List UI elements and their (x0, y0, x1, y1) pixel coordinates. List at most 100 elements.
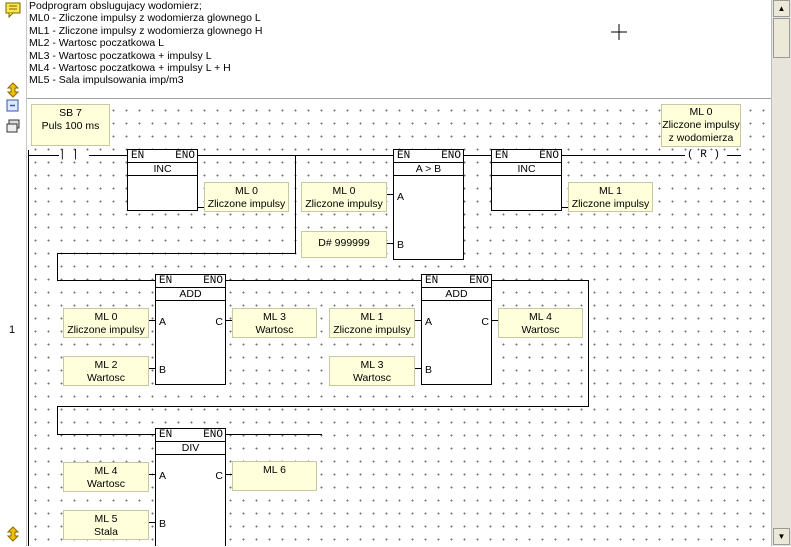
comment-line: ML5 - Sala impulsowania imp/m3 (29, 74, 184, 87)
add-block-2[interactable]: EN ENO ADD A C B (421, 274, 492, 385)
wire (464, 155, 491, 156)
comment-separator (27, 98, 771, 99)
operand-line: ML 1 (599, 185, 622, 197)
pin-a: A (159, 316, 167, 328)
operand-line: Wartosc (86, 477, 126, 490)
compare-b-operand[interactable]: D# 999999 (301, 231, 387, 258)
wire (226, 280, 421, 281)
wire (492, 320, 498, 321)
program-comment[interactable]: Podprogram obslugujacy wodomierz; ML0 - … (27, 0, 771, 96)
en-pin: EN (495, 150, 509, 162)
operand-line: Zliczone impulsy (305, 197, 383, 210)
wire (226, 434, 322, 435)
operand-line: ML 3 (360, 359, 384, 371)
wire (387, 243, 393, 244)
add1-b-operand[interactable]: ML 2 Wartosc (63, 356, 149, 386)
inc1-output-operand[interactable]: ML 0 Zliczone impulsy (204, 182, 289, 212)
wire (29, 155, 59, 156)
operand-line: Zliczone impulsy (333, 323, 411, 336)
add1-c-operand[interactable]: ML 3 Wartosc (232, 308, 317, 338)
operand-line: ML 2 (94, 359, 118, 371)
div-a-operand[interactable]: ML 4 Wartosc (63, 462, 149, 492)
wire (149, 474, 155, 475)
wire (198, 207, 204, 208)
wire (295, 181, 296, 253)
network-number: 1 (9, 324, 16, 336)
inc-block-1[interactable]: EN ENO INC (127, 149, 198, 211)
operand-line: D# 999999 (318, 237, 370, 249)
wire (562, 207, 568, 208)
wire (149, 320, 155, 321)
pin-a: A (425, 316, 433, 328)
up-down-arrows-icon[interactable] (5, 526, 21, 542)
ladder-grid[interactable]: | | SB 7 Puls 100 ms EN ENO INC ML 0 Zli… (27, 100, 771, 546)
eno-pin: ENO (203, 275, 223, 287)
vertical-scrollbar[interactable]: ▲ ▼ (771, 0, 791, 546)
wire (588, 280, 589, 407)
collapse-minus-icon[interactable] (5, 98, 21, 114)
add2-a-operand[interactable]: ML 1 Zliczone impulsy (329, 308, 415, 338)
reset-coil[interactable]: ( R ) (687, 149, 721, 161)
contact-sb7[interactable]: | | (59, 149, 79, 161)
stack-icon[interactable] (5, 118, 21, 134)
wire (57, 253, 58, 280)
operand-line: Wartosc (255, 323, 294, 336)
inc-block-2[interactable]: EN ENO INC (491, 149, 562, 211)
operand-line: ML 0 (235, 185, 258, 197)
pin-b: B (397, 239, 405, 251)
scroll-up-button[interactable]: ▲ (773, 0, 790, 17)
eno-pin: ENO (175, 150, 195, 162)
operand-line: Wartosc (521, 323, 560, 336)
add2-c-operand[interactable]: ML 4 Wartosc (498, 308, 583, 338)
operand-line: ML 5 (94, 513, 118, 525)
coil-label-line: Zliczone impulsy (662, 118, 740, 131)
eno-pin: ENO (539, 150, 559, 162)
add-block-1[interactable]: EN ENO ADD A C B (155, 274, 226, 385)
add1-a-operand[interactable]: ML 0 Zliczone impulsy (63, 308, 149, 338)
operand-line: ML 0 (332, 185, 356, 197)
pin-c: C (215, 470, 223, 482)
power-rail (28, 150, 29, 546)
compare-a-operand[interactable]: ML 0 Zliczone impulsy (301, 182, 387, 212)
inc2-output-operand[interactable]: ML 1 Zliczone impulsy (568, 182, 653, 212)
operand-line: Wartosc (352, 371, 392, 384)
comment-line: ML4 - Wartosc poczatkowa + impulsy L + H (29, 62, 231, 75)
wire (89, 155, 127, 156)
coil-label[interactable]: ML 0 Zliczone impulsy z wodomierza (661, 104, 741, 147)
coil-label-line: z wodomierza (668, 131, 734, 144)
pin-b: B (425, 364, 433, 376)
comment-icon[interactable] (5, 2, 21, 19)
en-pin: EN (425, 275, 439, 287)
eno-pin: ENO (469, 275, 489, 287)
wire (415, 368, 421, 369)
div-block[interactable]: EN ENO DIV A C B (155, 428, 226, 546)
en-pin: EN (131, 150, 145, 162)
operand-line: ML 3 (263, 311, 286, 323)
div-c-operand[interactable]: ML 6 (232, 461, 317, 491)
operand-line: ML 6 (263, 464, 286, 476)
operand-line: Zliczone impulsy (67, 323, 145, 336)
pin-a: A (397, 191, 405, 203)
add2-b-operand[interactable]: ML 3 Wartosc (329, 356, 415, 386)
scrollbar-thumb[interactable] (773, 18, 790, 58)
contact-label-line: SB 7 (59, 107, 82, 119)
en-pin: EN (159, 275, 173, 287)
compare-block[interactable]: EN ENO A > B A B (393, 149, 464, 260)
block-name: ADD (156, 287, 225, 301)
comment-line: ML2 - Wartosc poczatkowa L (29, 37, 164, 50)
operand-line: Wartosc (86, 371, 126, 384)
eno-pin: ENO (441, 150, 461, 162)
wire (492, 280, 589, 281)
pin-c: C (215, 316, 223, 328)
operand-line: Zliczone impulsy (207, 197, 286, 210)
scroll-down-button[interactable]: ▼ (773, 528, 790, 545)
operand-line: ML 1 (360, 311, 384, 323)
up-down-arrows-icon[interactable] (5, 82, 21, 98)
wire (149, 522, 155, 523)
comment-line: ML0 - Zliczone impulsy z wodomierza glow… (29, 12, 261, 25)
wire (226, 320, 232, 321)
ladder-editor[interactable]: Podprogram obslugujacy wodomierz; ML0 - … (27, 0, 771, 546)
div-b-operand[interactable]: ML 5 Stala (63, 510, 149, 540)
pin-a: A (159, 470, 167, 482)
contact-label[interactable]: SB 7 Puls 100 ms (31, 104, 110, 146)
